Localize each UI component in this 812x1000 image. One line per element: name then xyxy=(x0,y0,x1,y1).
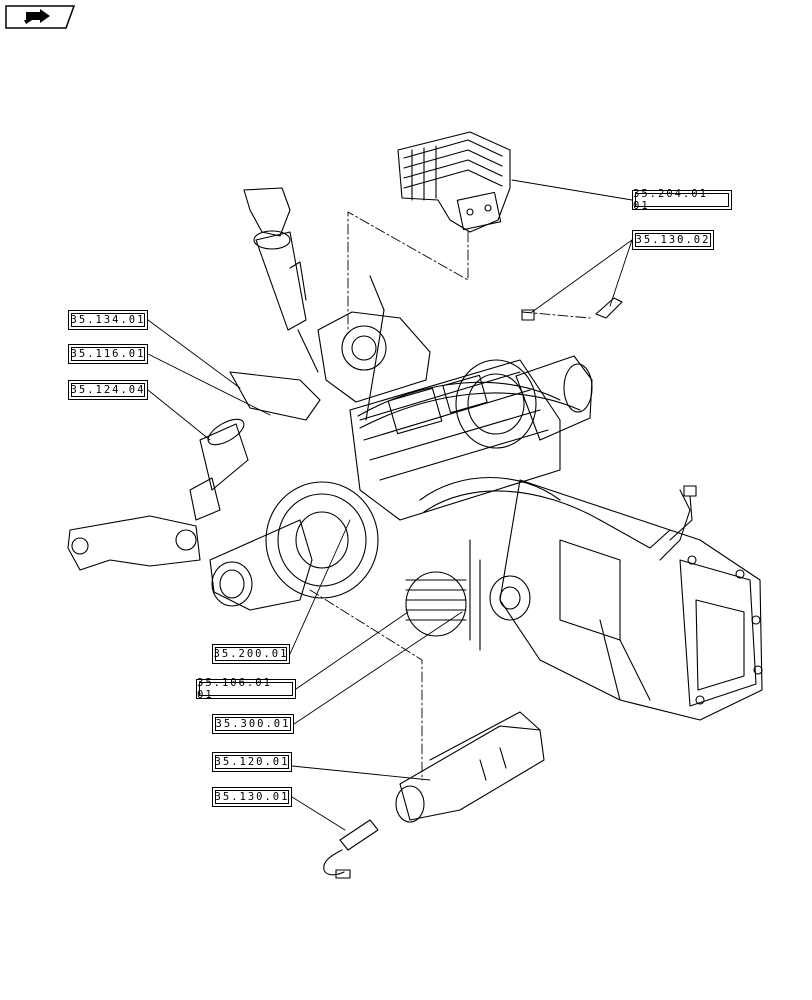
callout-35-134-01[interactable]: 35.134.01 xyxy=(68,310,148,330)
small-bracket-part xyxy=(521,297,623,321)
forward-arrow-icon xyxy=(24,9,50,24)
lift-cylinder-upper xyxy=(243,187,319,373)
callout-35-130-02[interactable]: 35.130.02 xyxy=(632,230,714,250)
nav-forward-button[interactable] xyxy=(4,4,76,30)
rear-axle-left xyxy=(209,481,379,611)
leader-lines xyxy=(147,179,633,831)
sensor-with-cable xyxy=(323,819,379,879)
callout-35-120-01[interactable]: 35.120.01 xyxy=(212,752,292,772)
lower-housing-part xyxy=(395,711,545,823)
transmission-case xyxy=(499,479,763,721)
filter-pump xyxy=(405,539,531,651)
callout-35-200-01[interactable]: 35.200.01 xyxy=(212,644,290,664)
callout-35-106-01-01[interactable]: 35.106.01 01 xyxy=(196,677,296,701)
hydraulic-pipes xyxy=(357,275,691,561)
wiring-connector xyxy=(669,485,697,541)
callout-35-124-04[interactable]: 35.124.04 xyxy=(68,380,148,400)
callout-35-116-01[interactable]: 35.116.01 xyxy=(68,344,148,364)
control-valve-assembly xyxy=(397,131,511,233)
callout-35-300-01[interactable]: 35.300.01 xyxy=(212,714,294,734)
callout-35-130-01[interactable]: 35.130.01 xyxy=(212,787,292,807)
lift-arm-left xyxy=(67,371,321,571)
center-housing xyxy=(317,311,561,521)
rear-axle-right xyxy=(455,355,593,449)
alignment-lines xyxy=(309,211,591,781)
callout-35-204-01-01[interactable]: 35.204.01 01 xyxy=(632,188,732,212)
